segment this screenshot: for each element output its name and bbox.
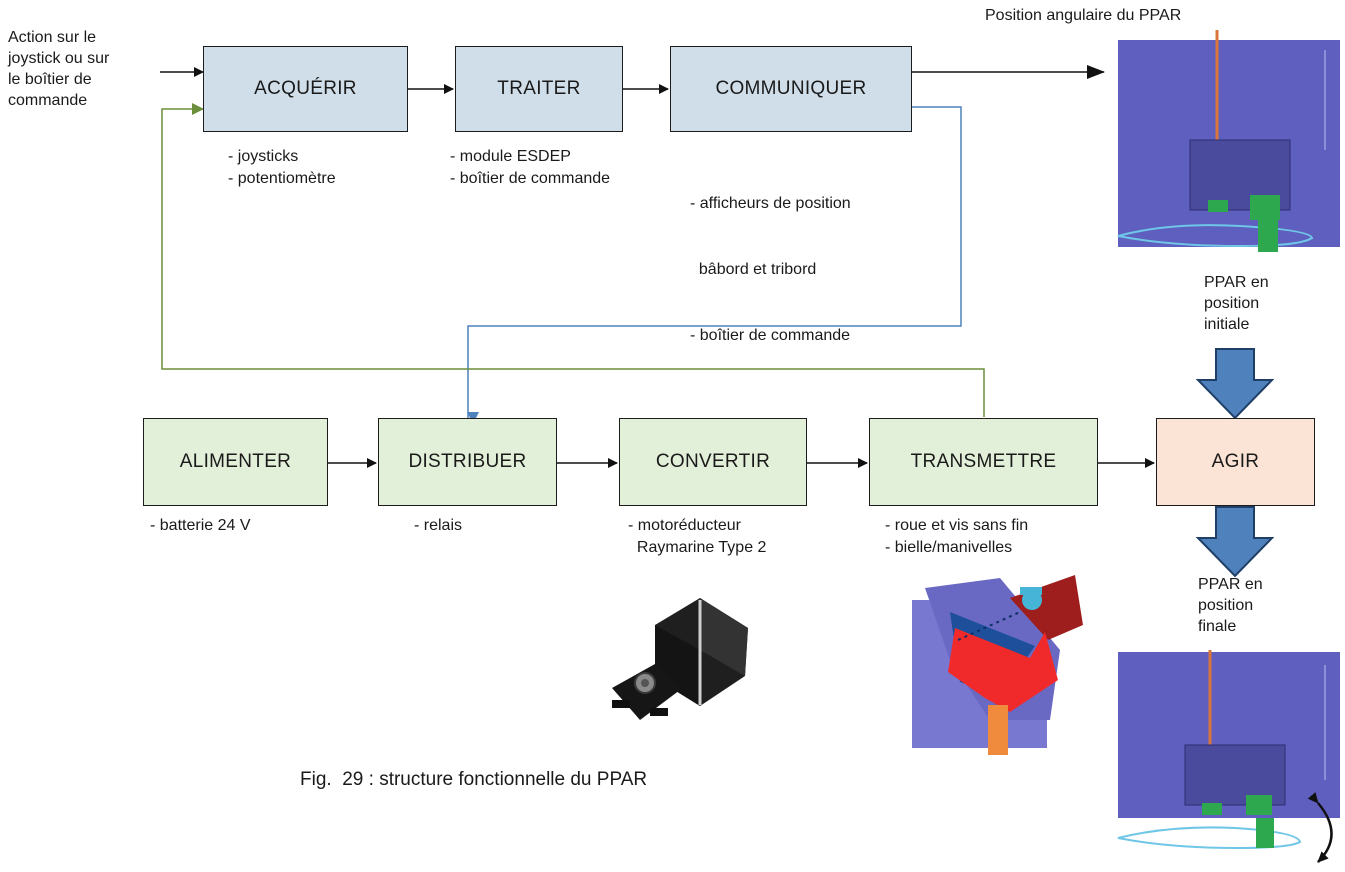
state-label-line: finale: [1198, 618, 1237, 635]
note-line: - module ESDEP: [450, 148, 571, 165]
input-label-line: commande: [8, 92, 88, 109]
block-alimenter: ALIMENTER: [143, 418, 328, 506]
note-distribuer: - relais: [414, 515, 462, 537]
input-label-line: joystick ou sur: [8, 50, 110, 67]
block-communiquer: COMMUNIQUER: [670, 46, 912, 132]
state-label-line: PPAR en: [1204, 274, 1269, 291]
big-arrow-initial: [1195, 348, 1275, 420]
big-arrow-final: [1195, 506, 1275, 578]
note-line: - boîtier de commande: [690, 327, 851, 344]
block-agir: AGIR: [1156, 418, 1315, 506]
block-transmettre: TRANSMETTRE: [869, 418, 1098, 506]
input-label: Action sur le joystick ou sur le boîtier…: [8, 27, 109, 111]
input-label-line: Action sur le: [8, 29, 97, 46]
note-line: - motoréducteur: [628, 517, 741, 534]
note-line: - relais: [414, 517, 463, 534]
note-traiter: - module ESDEP - boîtier de commande: [450, 146, 610, 190]
state-label-line: PPAR en: [1198, 576, 1263, 593]
note-line: - batterie 24 V: [150, 517, 251, 534]
note-transmettre: - roue et vis sans fin - bielle/manivell…: [885, 515, 1028, 559]
note-line: - roue et vis sans fin: [885, 517, 1029, 534]
state-label-initial: PPAR en position initiale: [1204, 272, 1269, 335]
output-label: Position angulaire du PPAR: [985, 7, 1182, 24]
state-label-final: PPAR en position finale: [1198, 574, 1263, 637]
ppar-initial-illustration: [1117, 26, 1340, 252]
state-label-line: position: [1204, 295, 1260, 312]
block-convertir: CONVERTIR: [619, 418, 807, 506]
transmission-rack-lines: [957, 611, 1021, 641]
block-traiter: TRAITER: [455, 46, 623, 132]
note-line: - boîtier de commande: [450, 170, 611, 187]
note-line: bâbord et tribord: [690, 261, 817, 278]
note-convertir: - motoréducteur Raymarine Type 2: [628, 515, 766, 559]
note-acquerir: - joysticks - potentiomètre: [228, 146, 336, 190]
block-acquerir: ACQUÉRIR: [203, 46, 408, 132]
note-line: - afficheurs de position: [690, 195, 851, 212]
state-label-line: position: [1198, 597, 1254, 614]
note-line: - potentiomètre: [228, 170, 336, 187]
block-distribuer: DISTRIBUER: [378, 418, 557, 506]
motoreducteur-illustration: [612, 598, 748, 720]
note-line: - bielle/manivelles: [885, 539, 1013, 556]
figure-caption: Fig. 29 : structure fonctionnelle du PPA…: [300, 769, 648, 790]
note-line: Raymarine Type 2: [628, 539, 767, 556]
note-communiquer: - afficheurs de position bâbord et tribo…: [690, 149, 851, 369]
link-communiquer-distribuer: [467, 106, 962, 424]
feedback-transmettre-acquerir: [161, 103, 985, 417]
ppar-final-illustration: [1117, 640, 1340, 863]
note-line: - joysticks: [228, 148, 299, 165]
note-alimenter: - batterie 24 V: [150, 515, 251, 537]
transmission-illustration: [912, 575, 1083, 755]
state-label-line: initiale: [1204, 316, 1250, 333]
input-label-line: le boîtier de: [8, 71, 92, 88]
